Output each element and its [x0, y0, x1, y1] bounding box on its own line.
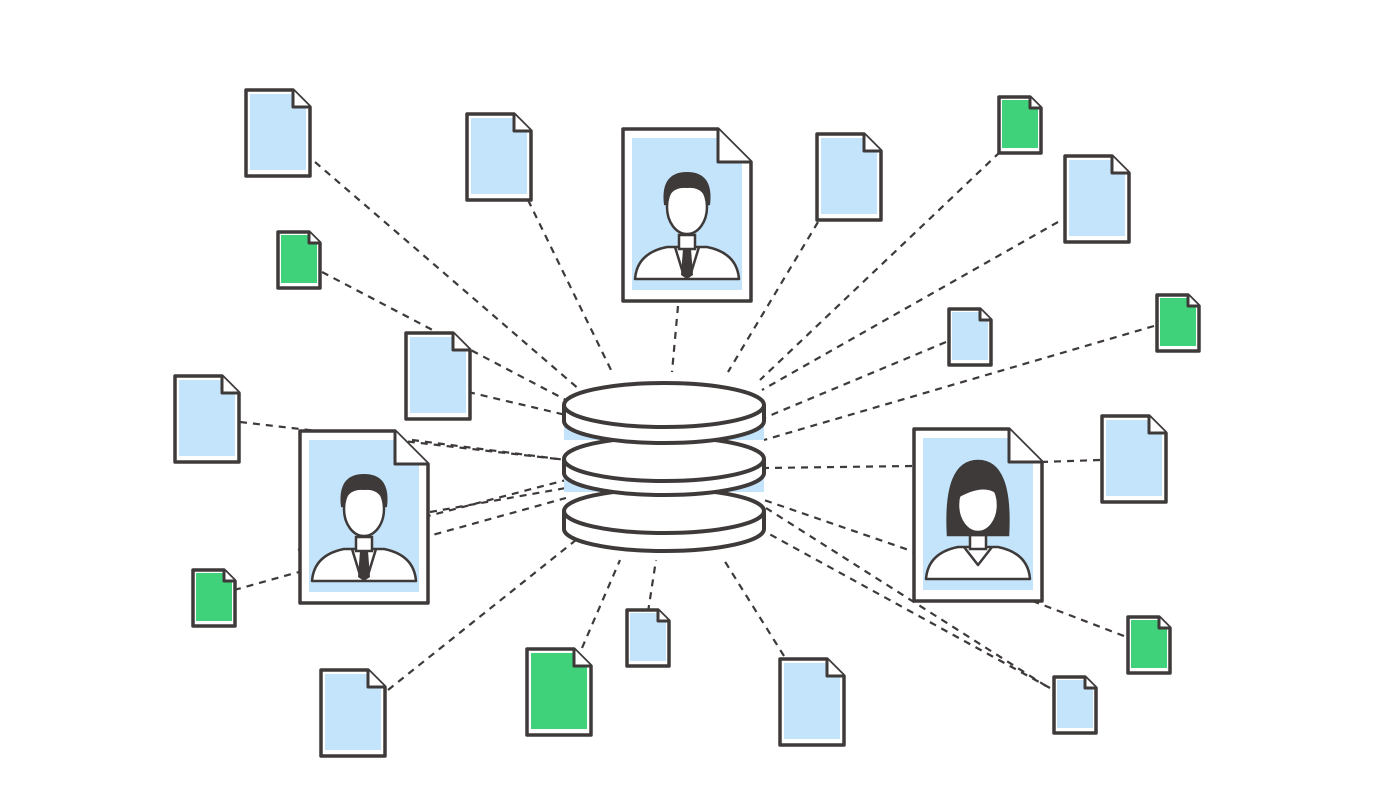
connector-line — [314, 161, 581, 391]
document-icon — [625, 608, 671, 668]
man-avatar-icon — [310, 473, 418, 583]
connector-line — [387, 539, 577, 691]
connector-line — [1039, 458, 1101, 464]
woman-avatar-icon — [924, 459, 1032, 581]
document-icon — [319, 668, 387, 758]
database-disc — [562, 435, 766, 497]
document-icon — [1052, 675, 1098, 735]
document-icon — [404, 331, 472, 421]
profile-card-icon — [298, 429, 430, 605]
document-icon — [1063, 154, 1131, 244]
connector-line — [580, 559, 622, 649]
database-disc — [562, 487, 766, 553]
man-avatar-icon — [633, 171, 741, 281]
document-icon — [947, 307, 993, 367]
connector-line — [429, 486, 567, 514]
connector-line — [761, 529, 1051, 689]
document-icon — [997, 95, 1043, 155]
connector-line — [763, 340, 947, 420]
document-icon — [276, 230, 322, 290]
connector-line — [763, 464, 913, 470]
connector-line — [761, 221, 1059, 391]
tie-icon — [681, 249, 693, 279]
document-nodes — [173, 88, 1201, 758]
document-icon — [1100, 414, 1168, 504]
database-disc — [562, 381, 766, 445]
document-icon — [465, 112, 533, 202]
connector-line — [763, 324, 1155, 442]
document-icon — [244, 88, 312, 178]
connector-line — [727, 221, 819, 373]
connector-line — [646, 559, 658, 613]
document-icon — [191, 568, 237, 628]
connector-line — [321, 271, 567, 401]
profile-card-icon — [621, 127, 753, 303]
connector-line — [763, 498, 1043, 598]
connector-lines — [233, 151, 1155, 691]
document-icon — [1126, 615, 1172, 675]
document-icon — [173, 374, 241, 464]
connector-line — [527, 199, 613, 373]
connector-line — [759, 151, 1001, 381]
document-icon — [778, 657, 846, 747]
document-icon — [1155, 293, 1201, 353]
tie-icon — [358, 551, 370, 581]
database-icon — [562, 381, 766, 553]
profile-card-icon — [912, 427, 1044, 603]
connector-line — [239, 420, 567, 462]
connector-line — [723, 559, 785, 657]
document-icon — [815, 132, 883, 222]
document-icon — [525, 647, 593, 737]
connector-line — [670, 305, 680, 373]
connector-line — [1029, 598, 1125, 638]
connector-line — [765, 507, 1047, 687]
connector-line — [467, 390, 567, 417]
